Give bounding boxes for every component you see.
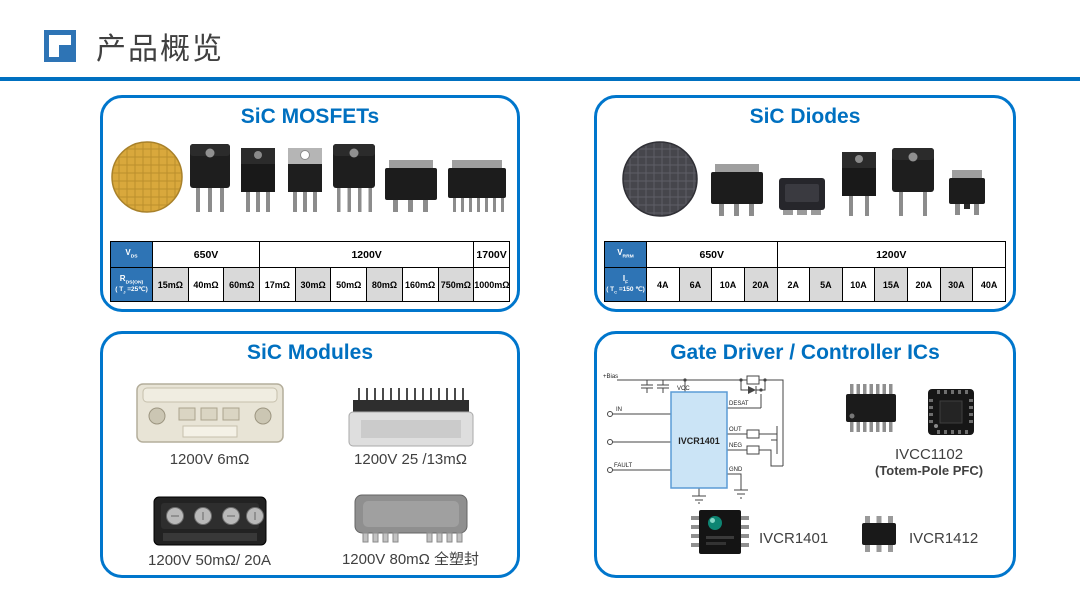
- rdson-label-cell: RDS(ON) ( TJ =25℃): [110, 267, 153, 302]
- bias-label: +Bias: [603, 374, 618, 380]
- d2pak-diode-package-image: [711, 164, 763, 216]
- rdson-value-cell: 160mΩ: [401, 267, 439, 302]
- diode-package-images: [601, 140, 1009, 218]
- out-label: OUT: [729, 427, 742, 433]
- to247-diode-package-image: [892, 148, 934, 216]
- soic8-package-image: [691, 510, 749, 554]
- vrrm-label-cell: VRRM: [604, 241, 647, 268]
- module-caption: 1200V 6mΩ: [169, 450, 250, 468]
- neg-label: NEG: [729, 443, 742, 449]
- gnd-label: GND: [729, 467, 743, 473]
- d2pak-package-image: [385, 160, 437, 212]
- voltage-group-cell: 1700V: [473, 241, 510, 268]
- gold-wafer-image: [110, 140, 184, 214]
- sot23-package-image: [862, 516, 896, 552]
- rdson-value-cell: 80mΩ: [366, 267, 403, 302]
- diode-voltage-row: VRRM 650V 1200V: [604, 241, 1006, 268]
- if-value-cell: 20A: [743, 267, 778, 302]
- rdson-value-cell: 30mΩ: [294, 267, 332, 302]
- module-item: 1200V 50mΩ/ 20A: [109, 470, 310, 572]
- if-value-cell: 10A: [841, 267, 876, 302]
- to220-diode-package-image: [842, 152, 876, 216]
- if-value-cell: 6A: [678, 267, 713, 302]
- if-value-cell: 5A: [809, 267, 843, 302]
- if-value-cell: 15A: [874, 267, 908, 302]
- if-value-cell: 30A: [939, 267, 974, 302]
- title-divider: [0, 77, 1080, 81]
- if-value-cell: 4A: [646, 267, 680, 302]
- soic14-package-image: [846, 384, 896, 432]
- pin-module-image: [348, 387, 473, 446]
- page-title: 产品概览: [96, 33, 224, 66]
- gate-driver-schematic: IVCR1401 +Bias VCC DESAT OUT NEG GND IN …: [603, 374, 784, 504]
- ic-part-name: IVCC1102: [894, 446, 964, 463]
- fault-label: FAULT: [614, 463, 633, 469]
- sic-diodes-panel: SiC Diodes: [594, 95, 1016, 312]
- voltage-group-cell: 1200V: [259, 241, 475, 268]
- diode-spec-table: VRRM 650V 1200V IF ( TC =150 ℃) 4A 6A 10…: [604, 241, 1006, 302]
- rdson-value-cell: 60mΩ: [223, 267, 261, 302]
- module-item: 1200V 25 /13mΩ: [310, 368, 511, 470]
- voltage-group-cell: 1200V: [776, 241, 1006, 268]
- if-label-cell: IF ( TC =150 ℃): [604, 267, 647, 302]
- rdson-value-cell: 50mΩ: [330, 267, 368, 302]
- rdson-value-cell: 1000mΩ: [473, 267, 510, 302]
- schematic-chip-label: IVCR1401: [678, 436, 720, 446]
- dpak-diode-package-image: [949, 170, 985, 215]
- voltage-group-cell: 650V: [646, 241, 778, 268]
- rdson-value-cell: 17mΩ: [259, 267, 296, 302]
- halfbridge-module-image: [135, 382, 284, 443]
- vcc-label: VCC: [677, 386, 690, 392]
- mosfet-spec-table: VDS 650V 1200V 1700V RDS(ON) ( TJ =25℃) …: [110, 241, 510, 302]
- ic-part-note: (Totem-Pole PFC): [874, 463, 984, 478]
- module-item: 1200V 6mΩ: [109, 368, 310, 470]
- dark-wafer-image: [621, 140, 699, 218]
- rdson-value-cell: 40mΩ: [187, 267, 225, 302]
- to220-fullpak-package-image: [288, 148, 322, 212]
- module-caption: 1200V 25 /13mΩ: [354, 450, 467, 468]
- to247-package-image: [190, 144, 230, 212]
- mosfet-rdson-row: RDS(ON) ( TJ =25℃) 15mΩ 40mΩ 60mΩ 17mΩ 3…: [110, 267, 510, 302]
- title-square-icon: [44, 30, 76, 62]
- if-value-cell: 2A: [776, 267, 811, 302]
- screw-terminal-module-image: [153, 496, 266, 546]
- voltage-group-cell: 650V: [151, 241, 261, 268]
- to247-4pin-package-image: [333, 144, 375, 212]
- diode-current-row: IF ( TC =150 ℃) 4A 6A 10A 20A 2A 5A 10A …: [604, 267, 1006, 302]
- desat-label: DESAT: [729, 401, 749, 407]
- page-header: 产品概览: [44, 24, 224, 68]
- qfn-package-image: [928, 389, 974, 435]
- module-caption: 1200V 50mΩ/ 20A: [148, 552, 271, 569]
- vds-label-cell: VDS: [110, 241, 153, 268]
- title-square-fill: [59, 45, 74, 60]
- ivcr1412-caption: IVCR1412: [909, 530, 979, 547]
- module-item: 1200V 80mΩ 全塑封: [310, 470, 511, 572]
- molded-smd-module-image: [354, 494, 467, 543]
- rdson-value-cell: 750mΩ: [437, 267, 475, 302]
- if-value-cell: 40A: [972, 267, 1006, 302]
- dfn-diode-package-image: [779, 178, 825, 215]
- if-value-cell: 20A: [907, 267, 941, 302]
- mosfet-package-images: [107, 140, 513, 214]
- in-label: IN: [616, 407, 622, 413]
- rdson-value-cell: 15mΩ: [152, 267, 189, 302]
- module-caption: 1200V 80mΩ 全塑封: [341, 551, 480, 568]
- to263-7-package-image: [448, 160, 506, 212]
- ivcr1401-caption: IVCR1401: [759, 530, 829, 547]
- sic-mosfets-panel: SiC MOSFETs: [100, 95, 520, 312]
- gate-driver-title: Gate Driver / Controller ICs: [670, 341, 940, 364]
- gate-driver-panel: Gate Driver / Controller ICs: [594, 331, 1016, 578]
- sic-modules-panel: SiC Modules 1200V 6mΩ 1200V 25 /: [100, 331, 520, 578]
- to220-package-image: [241, 148, 275, 212]
- if-value-cell: 10A: [711, 267, 745, 302]
- sic-diodes-title: SiC Diodes: [749, 105, 861, 128]
- sic-mosfets-title: SiC MOSFETs: [240, 105, 380, 128]
- mosfet-voltage-row: VDS 650V 1200V 1700V: [110, 241, 510, 268]
- module-grid: 1200V 6mΩ 1200V 25 /13mΩ 1200V: [109, 368, 511, 571]
- ivcc1102-caption-block: IVCC1102 (Totem-Pole PFC): [849, 446, 1009, 478]
- sic-modules-title: SiC Modules: [246, 341, 373, 364]
